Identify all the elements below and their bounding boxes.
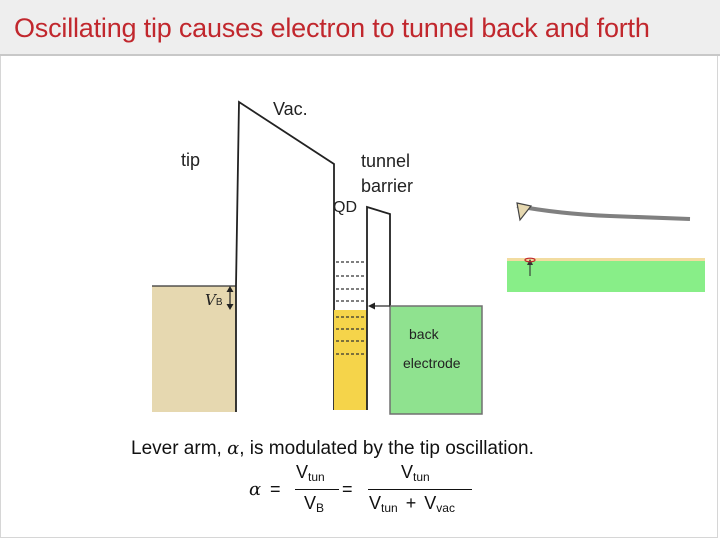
label-vb: VB [205, 291, 223, 309]
lever-arm-sentence: Lever arm, α, is modulated by the tip os… [131, 438, 534, 459]
arrow-left-icon [368, 302, 390, 310]
eq-den-1: VB [304, 493, 325, 515]
label-back: back [409, 326, 439, 342]
tunnel-barrier-outline [366, 205, 391, 410]
eq-equals-1: = [270, 479, 281, 499]
sample-top-layer [507, 258, 705, 261]
label-tip: tip [181, 150, 201, 170]
eq-den-2: Vtun + Vvac [369, 493, 455, 515]
label-qd: QD [333, 199, 357, 216]
alpha-symbol: α [227, 438, 240, 459]
back-electrode-block [389, 305, 483, 415]
tip-metal-block [152, 286, 236, 412]
tip-triangle-icon [516, 202, 533, 222]
label-barrier: barrier [361, 176, 414, 196]
eq-num-2: Vtun [401, 462, 430, 484]
slide-frame [0, 56, 718, 538]
eq-fraction-bar-1 [295, 489, 339, 491]
label-tunnel: tunnel [361, 151, 411, 171]
label-vac: Vac. [273, 99, 308, 119]
sample-surface [507, 258, 705, 292]
eq-fraction-bar-2 [368, 489, 472, 491]
eq-alpha: α [249, 479, 262, 500]
vacuum-barrier-outline [235, 100, 335, 412]
electron-marker [524, 257, 536, 263]
label-electrode: electrode [403, 355, 461, 371]
double-arrow-icon [226, 286, 234, 310]
qd-filled-states [334, 310, 367, 410]
cantilever-beam [516, 204, 691, 221]
title-bar: Oscillating tip causes electron to tunne… [0, 0, 720, 56]
eq-equals-2: = [342, 479, 353, 499]
slide-title: Oscillating tip causes electron to tunne… [14, 13, 650, 43]
eq-num-1: Vtun [296, 462, 325, 484]
